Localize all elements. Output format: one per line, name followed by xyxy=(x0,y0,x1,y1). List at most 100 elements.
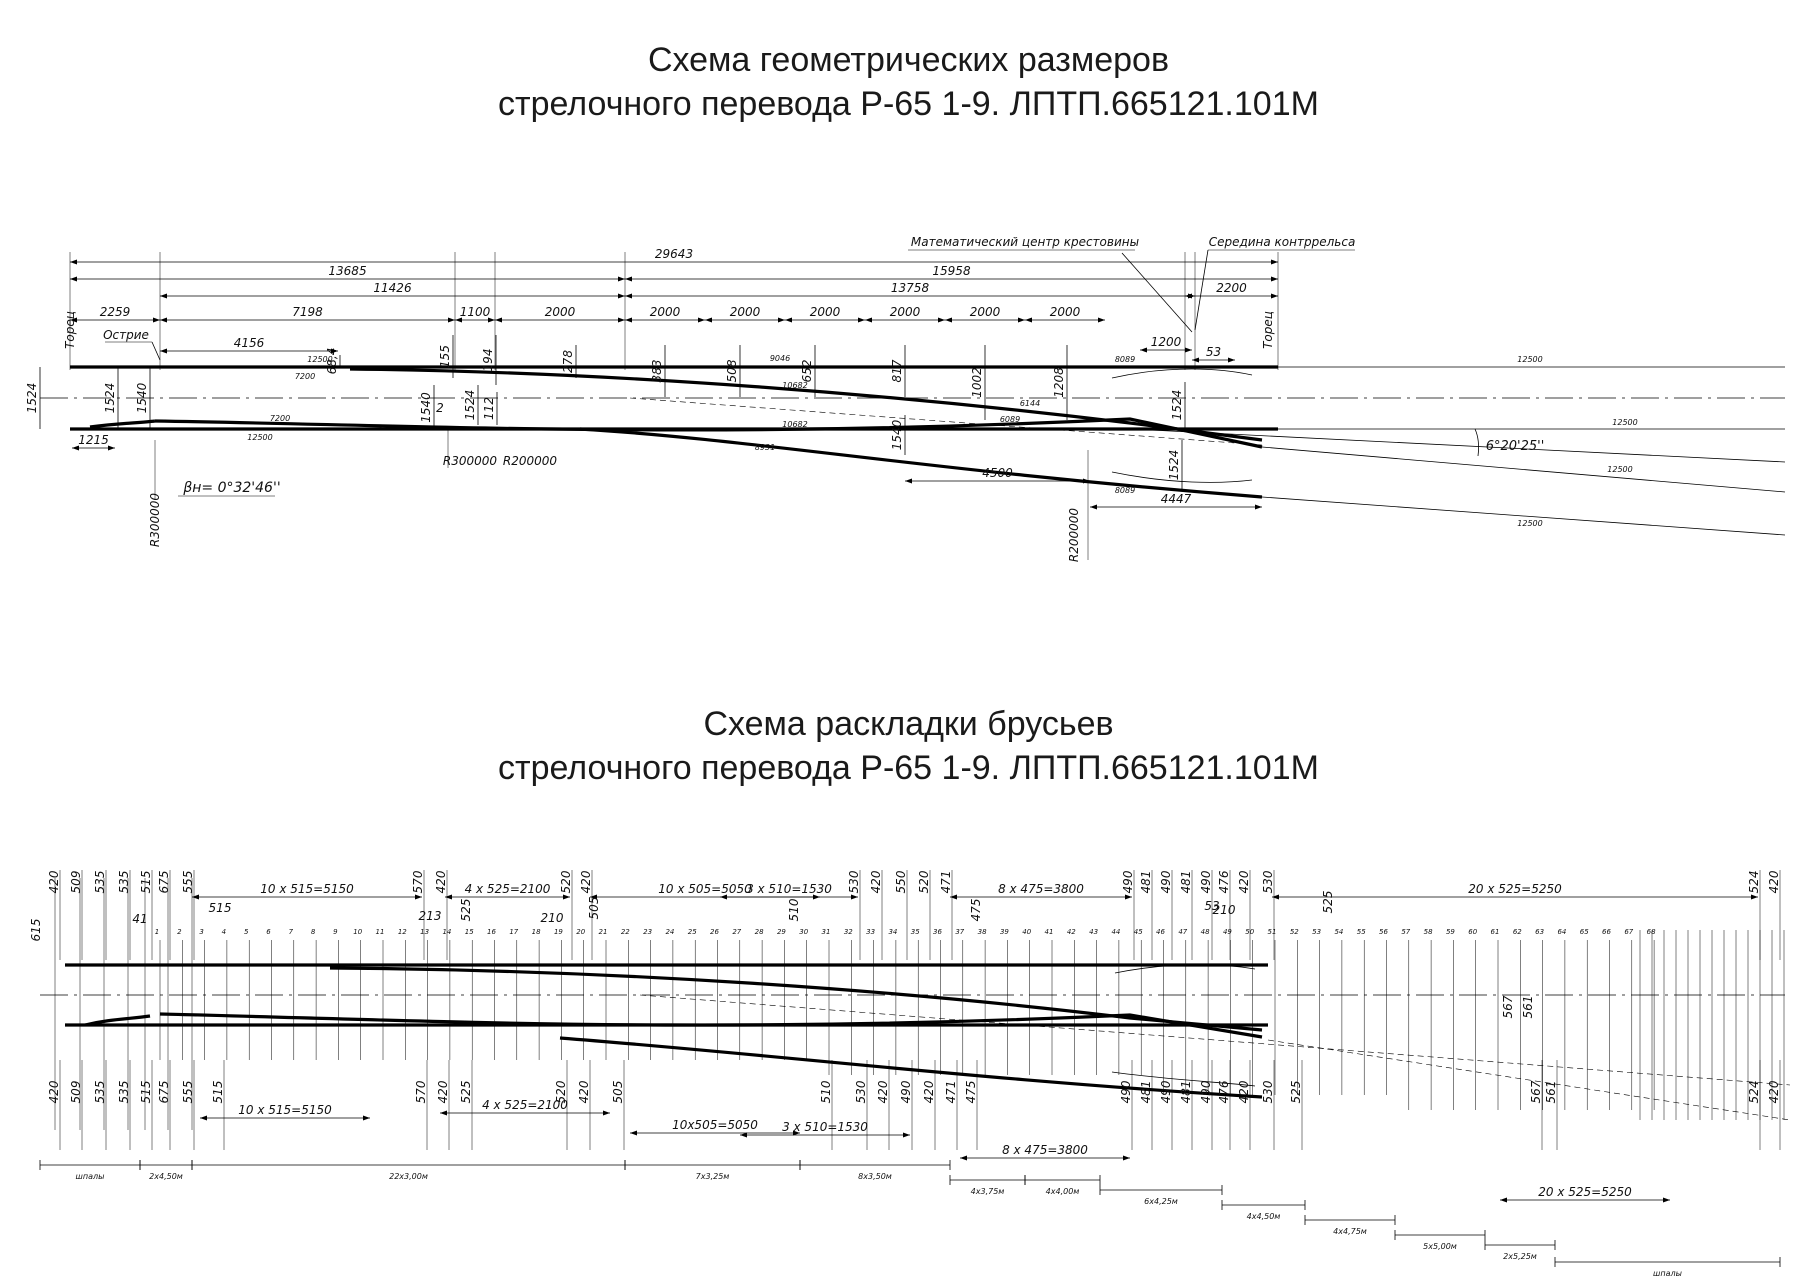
dimension-label: 8 x 475=3800 xyxy=(1002,1143,1088,1157)
tie-group-label: шпалы xyxy=(76,1172,105,1181)
tie-number: 22 xyxy=(621,928,630,936)
dimension-label: 561 xyxy=(1544,1081,1558,1104)
geometry-title-line-1: Схема геометрических размеров xyxy=(647,41,1170,79)
tie-number: 1 xyxy=(155,928,159,936)
dimension-label: 1215 xyxy=(78,433,109,447)
tie-number: 43 xyxy=(1089,928,1098,936)
dimension-label: 1208 xyxy=(1052,367,1066,398)
dimension-label: 475 xyxy=(969,899,983,922)
dimension-label: 53 xyxy=(1206,345,1221,359)
radius-label: R300000 xyxy=(443,454,498,468)
tie-number: 44 xyxy=(1111,928,1120,936)
radius-label: R300000 xyxy=(148,493,162,548)
dimension-label: 4 x 525=2100 xyxy=(465,882,551,896)
dimension-label: 20 x 525=5250 xyxy=(1468,882,1562,896)
tie-number: 7 xyxy=(289,928,294,936)
dimension-label: 615 xyxy=(29,919,43,942)
tie-number: 37 xyxy=(955,928,964,936)
dimension-label: 10 x 505=5050 xyxy=(658,882,752,896)
dimension-label: 520 xyxy=(554,1080,568,1103)
tie-number: 29 xyxy=(777,928,786,936)
dimension-label: 530 xyxy=(847,870,861,893)
dimension-label: 4447 xyxy=(1161,492,1192,506)
guardrail-top xyxy=(1111,368,1253,379)
rail-length-label: 10682 xyxy=(782,420,807,429)
dimension-label: 509 xyxy=(69,871,83,894)
dimension-label: 550 xyxy=(894,870,908,893)
tie-number: 26 xyxy=(710,928,719,936)
dimension-label: 530 xyxy=(1261,1080,1275,1103)
dimension-label: 420 xyxy=(47,1080,61,1103)
dimension-label: 555 xyxy=(181,871,195,894)
rail-length-label: 7200 xyxy=(270,414,290,423)
dimension-label: 420 xyxy=(922,1080,936,1103)
tie-number: 11 xyxy=(376,928,385,936)
tie-number: 41 xyxy=(1045,928,1054,936)
tie-number: 23 xyxy=(643,928,652,936)
tie-number: 17 xyxy=(509,928,518,936)
dimension-label: 475 xyxy=(964,1081,978,1104)
dimension-label: 515 xyxy=(139,871,153,894)
dimension-label: 510 xyxy=(819,1080,833,1103)
extension-lines xyxy=(69,252,1279,370)
dimension-label: 490 xyxy=(1199,1080,1213,1103)
dimension-label: 490 xyxy=(1119,1080,1133,1103)
dimension-label: 4 x 525=2100 xyxy=(482,1098,568,1112)
dimension-label: 383 xyxy=(650,360,664,383)
dimension-label: 481 xyxy=(1139,1081,1153,1104)
dimension-label: 194 xyxy=(481,349,495,372)
tie-number: 53 xyxy=(1312,928,1321,936)
dimension-label: 2 xyxy=(436,401,444,415)
tie-group-label: 8x3,50м xyxy=(858,1172,892,1181)
dimension-label: 13685 xyxy=(328,264,366,278)
dimension-label: 490 xyxy=(1121,870,1135,893)
tie-number: 48 xyxy=(1201,928,1210,936)
tie-number: 21 xyxy=(599,928,608,936)
tie-number: 5 xyxy=(244,928,249,936)
tie-number: 67 xyxy=(1624,928,1633,936)
dimension-label: 675 xyxy=(157,1081,171,1104)
dimension-label: 7198 xyxy=(292,305,323,319)
diverging-rail xyxy=(579,427,1263,499)
dimension-label: 41 xyxy=(132,912,147,926)
switch-curve-rail xyxy=(154,417,1263,449)
rail-length-label: 6089 xyxy=(1000,415,1020,424)
dimension-label: 520 xyxy=(917,870,931,893)
tie-number: 56 xyxy=(1379,928,1388,936)
tie-group-label: 2x4,50м xyxy=(149,1172,183,1181)
dimension-label: 471 xyxy=(944,1081,958,1104)
geometry-title-line-2: стрелочного перевода Р-65 1-9. ЛПТП.6651… xyxy=(498,85,1319,123)
rail-length-label: 8089 xyxy=(1115,355,1135,364)
guardrail-middle-label: Середина контррельса xyxy=(1209,235,1356,249)
tie-number: 30 xyxy=(799,928,808,936)
dimension-label: 2000 xyxy=(650,305,681,319)
dimension-label: 1524 xyxy=(463,390,477,421)
tie-number: 25 xyxy=(688,928,697,936)
dimension-label: 10 x 515=5150 xyxy=(238,1103,332,1117)
dimension-label: 510 xyxy=(787,898,801,921)
tie-number: 19 xyxy=(554,928,563,936)
layout-diverging-rail xyxy=(559,1036,1263,1099)
tie-group-label: 6x4,25м xyxy=(1144,1197,1178,1206)
tie-number: 54 xyxy=(1334,928,1343,936)
tie-number: 36 xyxy=(933,928,942,936)
dimension-label: 420 xyxy=(1767,870,1781,893)
tie-group-label: 2x5,25м xyxy=(1503,1252,1537,1261)
geometry-labels: 1250072007200125009046106821068261446089… xyxy=(63,235,1638,562)
tie-number: 18 xyxy=(532,928,541,936)
tie-number: 10 xyxy=(353,928,362,936)
dimension-label: 1540 xyxy=(419,392,433,423)
dimension-label: 1002 xyxy=(970,367,984,398)
dimension-label: 10x505=5050 xyxy=(672,1118,758,1132)
tie-number: 12 xyxy=(398,928,407,936)
dimension-label: 652 xyxy=(800,360,814,383)
dimension-label: 420 xyxy=(1767,1080,1781,1103)
tie-number: 28 xyxy=(755,928,764,936)
tie-number: 52 xyxy=(1290,928,1299,936)
dimension-label: 555 xyxy=(181,1081,195,1104)
tie-number: 34 xyxy=(888,928,897,936)
rail-length-label: 8931 xyxy=(755,443,775,452)
